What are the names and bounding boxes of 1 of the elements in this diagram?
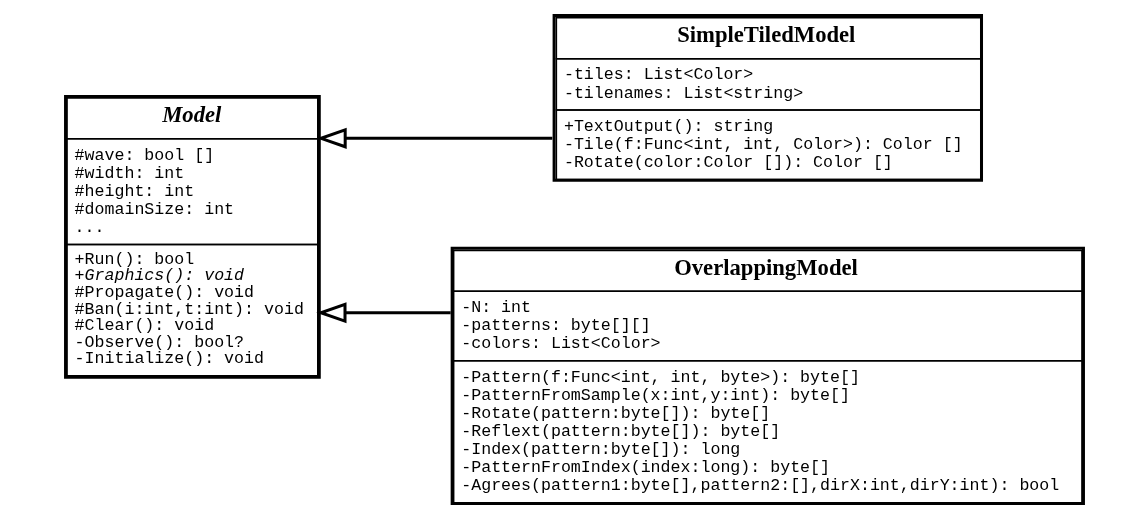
arrow	[315, 302, 451, 324]
